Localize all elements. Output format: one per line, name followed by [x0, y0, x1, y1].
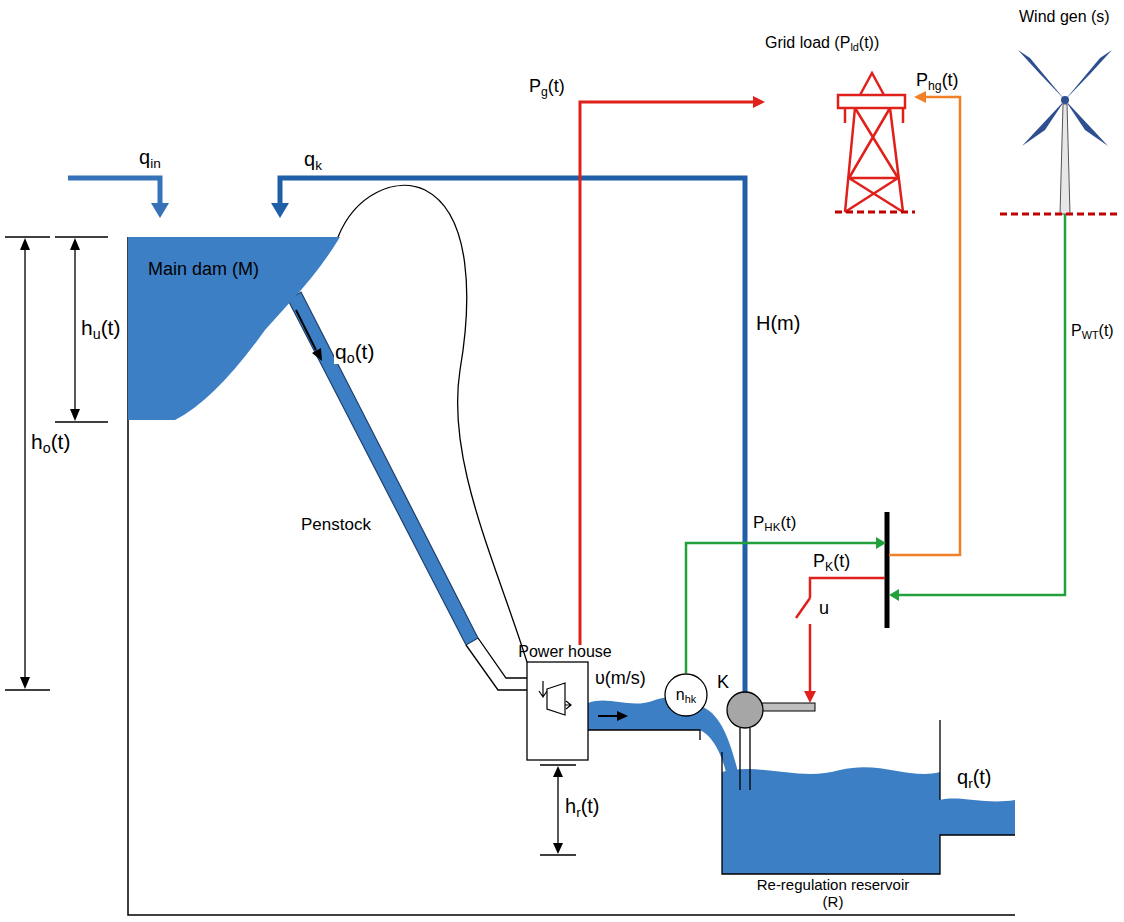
- penstock: [288, 292, 478, 645]
- grid-load-node-shape: [765, 28, 913, 220]
- dimension-ho: [5, 237, 50, 690]
- annotation-label: Penstock: [300, 515, 372, 535]
- subscript: r: [576, 805, 581, 820]
- connector-arrowhead: [753, 96, 765, 108]
- power-connector: [580, 102, 755, 645]
- annotation-label: ho(t): [30, 430, 71, 454]
- dimension-arrowhead: [70, 409, 80, 421]
- power-line: [686, 543, 877, 673]
- pump-pipe-arrowhead: [271, 203, 289, 218]
- wind-hub: [1061, 96, 1069, 104]
- wind-blade: [1065, 50, 1112, 100]
- power-arrowhead: [914, 91, 926, 103]
- pump-suction-pipe: [740, 728, 750, 790]
- reservoir-walls: [722, 720, 1015, 874]
- subscript: in: [150, 156, 161, 171]
- ground-line: [128, 237, 1015, 915]
- wind-ground: [1000, 213, 1120, 216]
- subscript: HK: [764, 521, 780, 533]
- node-label: nhk: [676, 686, 696, 704]
- subscript: WT: [1082, 329, 1099, 341]
- subscript: hg: [928, 79, 942, 93]
- annotation-label: Phg(t): [915, 70, 960, 91]
- annotation-label: υ(m/s): [594, 668, 647, 689]
- annotation-label: H(m): [755, 312, 801, 335]
- tailrace-bed: [588, 730, 700, 740]
- annotation-label: u: [818, 598, 830, 619]
- power-house-node-shape: [515, 645, 615, 765]
- inflow-arrowhead: [151, 203, 169, 218]
- node-heading: Power house: [518, 643, 611, 661]
- power-house-node: Power house: [515, 645, 615, 765]
- power-line: [898, 214, 1065, 595]
- inflow-line: [68, 178, 160, 205]
- turbine-speed-circle: nhk: [664, 673, 708, 717]
- annotation-label: PK(t): [812, 551, 851, 572]
- annotation-label: K: [716, 672, 730, 693]
- flow-arrowhead: [312, 348, 322, 361]
- power-arrowhead: [889, 589, 899, 601]
- power-arrowhead: [876, 537, 886, 549]
- wind-tower: [1060, 104, 1070, 214]
- annotation-label: qin: [138, 146, 162, 169]
- wind-blade: [1022, 100, 1065, 146]
- annotation-label: qr(t): [956, 766, 993, 789]
- subscript: ld: [850, 41, 858, 53]
- dimension-arrowhead: [20, 677, 30, 689]
- pump-feed-arrowhead: [804, 691, 816, 703]
- pump-pipe: [280, 178, 745, 692]
- subscript: g: [541, 85, 548, 99]
- dimension-arrowhead: [70, 238, 80, 250]
- pump-symbol: [727, 692, 763, 728]
- pump-feed-line: [796, 578, 885, 692]
- annotation-label: Re-regulation reservoir (R): [748, 877, 918, 910]
- connector-label: Pg(t): [528, 76, 566, 97]
- annotation-label: Wind gen (s): [1018, 8, 1111, 26]
- subscript: K: [825, 560, 833, 574]
- subscript: o: [347, 350, 355, 366]
- flow-arrowhead: [617, 711, 628, 721]
- annotation-label: PWT(t): [1070, 322, 1115, 340]
- annotation-label: qo(t): [334, 340, 375, 364]
- outflow-water: [940, 799, 1015, 835]
- wind-blade: [1065, 100, 1108, 146]
- subscript: k: [315, 158, 322, 173]
- wind-blade: [1018, 50, 1065, 100]
- flow-arrow: [598, 715, 618, 717]
- annotation-label: PHK(t): [752, 513, 797, 533]
- dimension-arrowhead: [553, 766, 563, 777]
- main-dam-node: Main dam (M): [128, 237, 343, 422]
- annotation-label: hr(t): [564, 795, 601, 818]
- grid-load-node: Grid load (Pld(t)): [765, 28, 913, 220]
- power-line: [889, 97, 960, 555]
- dimension-arrowhead: [20, 238, 30, 250]
- node-heading: Grid load (Pld(t)): [765, 34, 879, 52]
- flow-arrow: [296, 310, 316, 350]
- subscript: u: [93, 326, 101, 342]
- node-label: Main dam (M): [148, 259, 259, 280]
- subscript: o: [43, 440, 51, 456]
- reservoir-water: [722, 767, 940, 874]
- annotation-label: hu(t): [80, 316, 121, 340]
- subscript: r: [968, 776, 973, 791]
- subscript: hk: [685, 693, 697, 705]
- bus-bar: [885, 512, 890, 628]
- dimension-arrowhead: [553, 843, 563, 854]
- annotation-label: qk: [303, 148, 323, 171]
- penstock-inlet: [466, 638, 527, 690]
